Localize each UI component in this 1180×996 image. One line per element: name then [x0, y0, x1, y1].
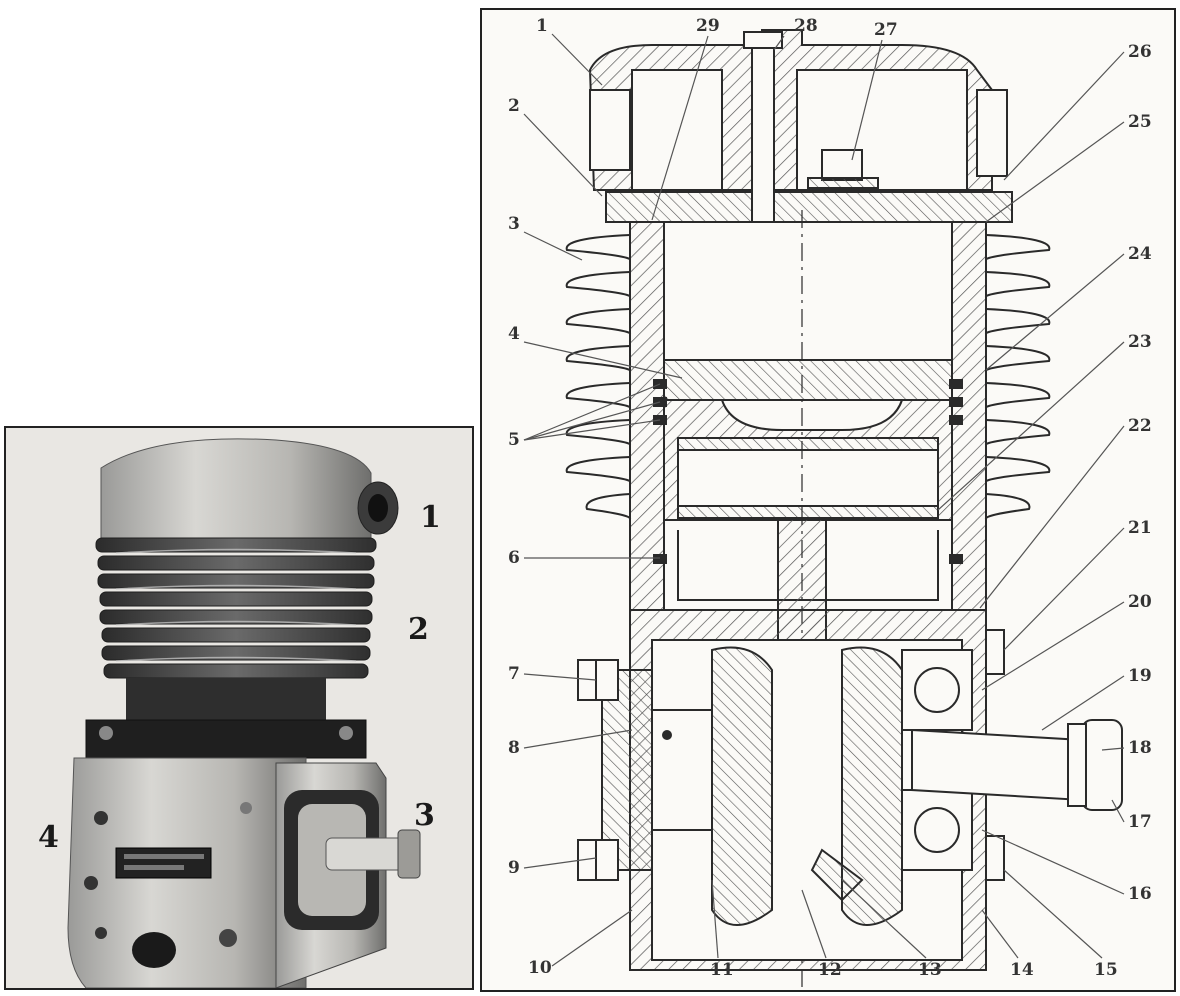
- callout-23: 23: [1128, 332, 1152, 352]
- photo-label-1: 1: [420, 500, 441, 535]
- callout-11: 11: [710, 960, 734, 980]
- callout-26: 26: [1128, 42, 1152, 62]
- callout-6: 6: [508, 548, 520, 568]
- callout-9: 9: [508, 858, 520, 878]
- callout-13: 13: [918, 960, 942, 980]
- photo-label-4: 4: [38, 820, 59, 855]
- callout-12: 12: [818, 960, 842, 980]
- callout-3: 3: [508, 214, 520, 234]
- compressor-photo-illustration: [67, 438, 421, 988]
- callout-2: 2: [508, 96, 520, 116]
- callout-7: 7: [508, 664, 520, 684]
- callout-5: 5: [508, 430, 520, 450]
- callout-18: 18: [1128, 738, 1152, 758]
- callout-14: 14: [1010, 960, 1034, 980]
- callout-24: 24: [1128, 244, 1152, 264]
- callout-10: 10: [528, 958, 552, 978]
- callout-15: 15: [1094, 960, 1118, 980]
- callout-21: 21: [1128, 518, 1152, 538]
- callout-17: 17: [1128, 812, 1152, 832]
- compressor-cross-section: [523, 29, 1125, 990]
- sectional-drawing: 1 2 3 4 5 6 7 8 9 10 11 12 13 14 15 16 1…: [480, 8, 1176, 992]
- photo-label-3: 3: [414, 798, 435, 833]
- callout-8: 8: [508, 738, 520, 758]
- callout-4: 4: [508, 324, 520, 344]
- callout-1: 1: [536, 16, 548, 36]
- photo-label-2: 2: [408, 612, 429, 647]
- callout-25: 25: [1128, 112, 1152, 132]
- callout-22: 22: [1128, 416, 1152, 436]
- callout-19: 19: [1128, 666, 1152, 686]
- compressor-photo: 1 2 3 4: [4, 426, 474, 990]
- callout-29: 29: [696, 16, 720, 36]
- callout-16: 16: [1128, 884, 1152, 904]
- callout-20: 20: [1128, 592, 1152, 612]
- callout-28: 28: [794, 16, 818, 36]
- callout-27: 27: [874, 20, 898, 40]
